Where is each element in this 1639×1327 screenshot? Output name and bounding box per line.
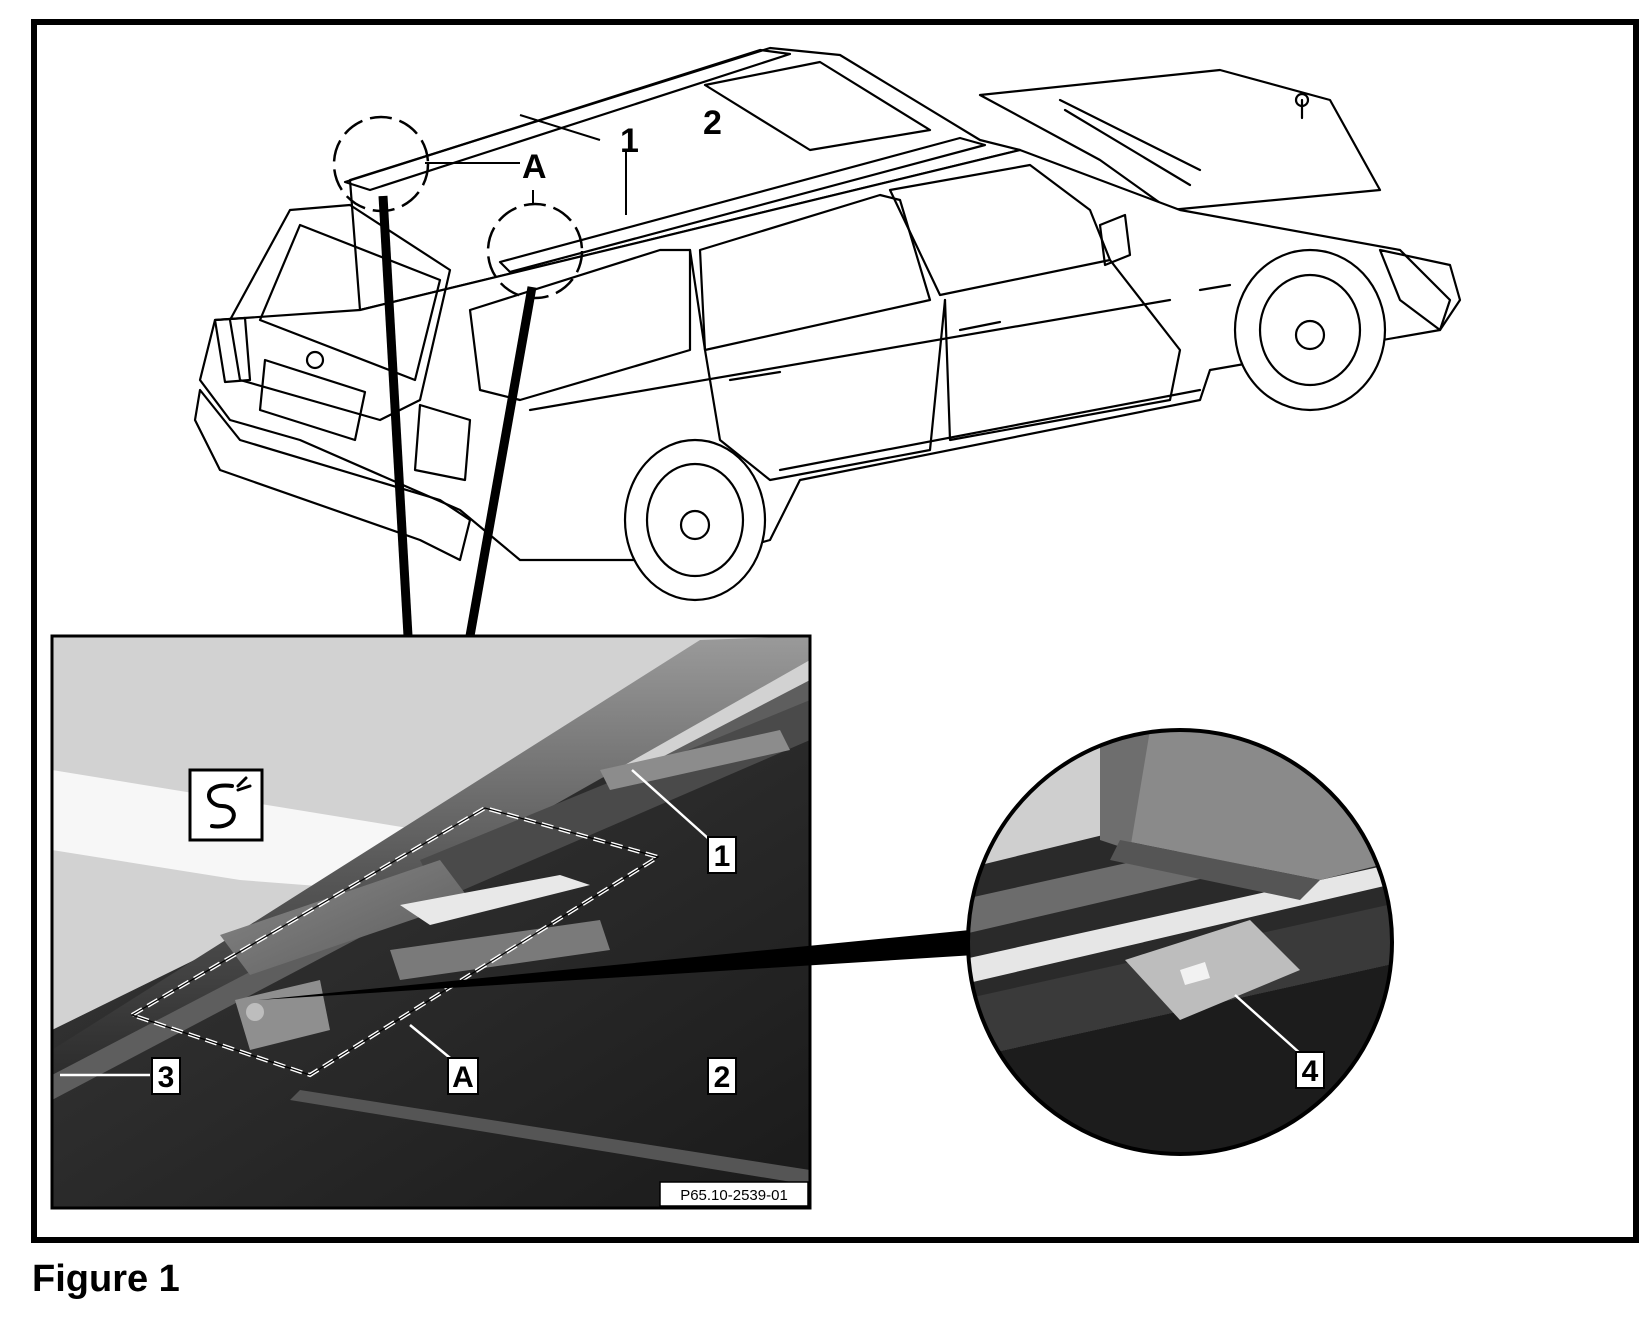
outer-frame xyxy=(31,19,1639,1243)
figure-caption: Figure 1 xyxy=(32,1258,180,1300)
photo-callout-1-box: 1 xyxy=(707,836,737,874)
magnifier-border xyxy=(966,728,1394,1156)
connector-line-1 xyxy=(378,195,413,637)
leader-photo-a xyxy=(409,1024,456,1063)
magnifier-photo xyxy=(968,730,1392,1154)
photo-callout-a-box: A xyxy=(447,1057,479,1095)
leader-magnifier-4 xyxy=(1234,994,1303,1056)
loosen-clip-symbol-icon xyxy=(188,768,264,842)
overview-callout-2: 2 xyxy=(703,104,722,142)
detail-photo xyxy=(52,636,810,1208)
overview-callout-1: 1 xyxy=(620,122,639,160)
photo-reference-text: P65.10-2539-01 xyxy=(680,1187,788,1204)
photo-callout-2-box: 2 xyxy=(707,1057,737,1095)
photo-reference-label: P65.10-2539-01 xyxy=(659,1181,809,1207)
leader-1-a xyxy=(519,114,601,141)
photo-callout-3: 3 xyxy=(158,1061,175,1094)
leader-photo-1 xyxy=(631,769,711,841)
connector-line-2 xyxy=(465,286,537,637)
photo-callout-1: 1 xyxy=(714,840,731,873)
detail-circle-a-2 xyxy=(486,202,584,300)
magnifier-callout-4-box: 4 xyxy=(1295,1051,1325,1089)
photo-callout-a: A xyxy=(452,1061,474,1094)
photo-callout-3-box: 3 xyxy=(151,1057,181,1095)
car-overview-drawing xyxy=(193,46,1462,602)
photo-callout-2: 2 xyxy=(714,1061,731,1094)
magnifier-connector xyxy=(258,930,975,1000)
magnifier-callout-4: 4 xyxy=(1302,1055,1319,1088)
overview-callout-a: A xyxy=(522,148,547,186)
detail-photo-border xyxy=(50,634,812,1210)
